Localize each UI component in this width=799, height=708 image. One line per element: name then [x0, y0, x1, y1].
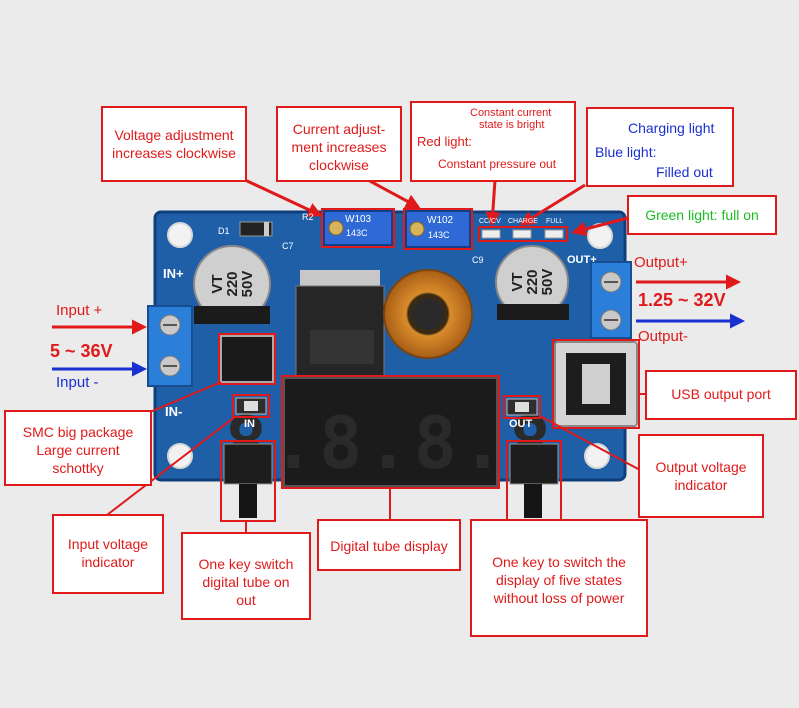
output-range-label: 1.25 ~ 32V	[638, 290, 726, 310]
charging-light-label: Charging light	[628, 120, 715, 136]
input-range-label: 5 ~ 36V	[50, 341, 113, 361]
blue-light-label: Blue light:	[595, 144, 657, 160]
silk-in: IN	[244, 418, 255, 430]
outline-input-led	[232, 394, 270, 418]
outline-leds	[478, 226, 568, 242]
led-full	[544, 229, 564, 239]
led-cc-cv	[481, 229, 501, 239]
silk-out: OUT	[509, 418, 533, 430]
callout-input-voltage-indicator: Input voltage indicator	[52, 514, 164, 594]
arrow-current-adj	[367, 178, 421, 209]
arrow-voltage-adj	[244, 178, 323, 217]
red-light-bottom: Constant pressure out	[438, 157, 557, 171]
red-light-top-1: Constant current	[470, 107, 552, 119]
arrow-red-light	[485, 179, 501, 227]
silk-c7: C7	[282, 241, 294, 251]
mount-hole	[167, 222, 193, 248]
callout-one-key-switch: One key switch digital tube on out	[181, 532, 311, 620]
arrow-green-light	[571, 216, 629, 237]
callout-schottky: SMC big package Large current schottky	[4, 410, 152, 486]
red-light-title: Red light:	[417, 134, 472, 149]
red-light-top-2: state is bright	[479, 119, 545, 131]
button-left-base	[223, 443, 273, 485]
silk-out-plus: OUT+	[567, 254, 597, 266]
pot1-sub: 143C	[346, 228, 368, 238]
leader-schottky	[149, 381, 222, 413]
callout-digital-tube: Digital tube display	[317, 519, 461, 571]
pot2-sub: 143C	[428, 230, 450, 240]
silk-d1: D1	[218, 226, 230, 236]
led-charge	[512, 229, 532, 239]
output-minus-label: Output-	[638, 328, 689, 345]
callout-current-adjustment: Current adjust- ment increases clockwise	[276, 106, 402, 182]
button-right-base	[509, 443, 559, 485]
callout-charging-light: Charging light Blue light: Filled out	[586, 107, 734, 187]
outline-usb	[552, 339, 640, 429]
digital-tube-digits: 8.8.8.8	[224, 401, 555, 485]
outline-button-left	[220, 440, 276, 522]
leader-output-led	[539, 415, 641, 471]
pot2-code: W102	[427, 215, 454, 226]
led-charge-label: CHARGE	[508, 218, 538, 225]
mount-hole	[167, 443, 193, 469]
arrow-charging-light	[519, 183, 586, 226]
schottky-diode	[220, 335, 274, 383]
pot1-code: W103	[345, 214, 372, 225]
digital-tube	[283, 377, 498, 487]
outline-output-led	[503, 395, 541, 419]
output-plus-label: Output+	[634, 254, 688, 271]
filled-out-label: Filled out	[656, 164, 713, 180]
capacitor-output-text: VT 220 50V	[509, 268, 556, 296]
outline-pot-current	[403, 208, 473, 250]
callout-one-key-five-states: One key to switch the display of five st…	[470, 519, 648, 637]
button-right-stem	[524, 484, 542, 518]
outline-pot-voltage	[321, 208, 395, 248]
leader-input-led	[106, 415, 237, 516]
led-cc-cv-label: CC/CV	[479, 218, 501, 225]
silk-in-plus: IN+	[163, 266, 184, 281]
button-left-stem	[239, 484, 257, 518]
callout-red-light: Constant current state is bright Red lig…	[410, 101, 576, 182]
capacitor-input-text: VT 220 50V	[209, 270, 256, 298]
silk-c9: C9	[472, 255, 484, 265]
outline-schottky	[218, 333, 276, 385]
silk-in-minus: IN-	[165, 404, 183, 419]
silk-r2: R2	[302, 212, 314, 222]
input-minus-label: Input -	[56, 374, 99, 391]
callout-output-voltage-indicator: Output voltage indicator	[638, 434, 764, 518]
regulator-heatsink	[300, 270, 380, 290]
led-full-label: FULL	[546, 218, 564, 225]
callout-voltage-adjustment: Voltage adjustment increases clockwise	[101, 106, 247, 182]
callout-usb-port: USB output port	[645, 370, 797, 420]
callout-green-light: Green light: full on	[627, 195, 777, 235]
input-plus-label: Input +	[56, 302, 103, 319]
